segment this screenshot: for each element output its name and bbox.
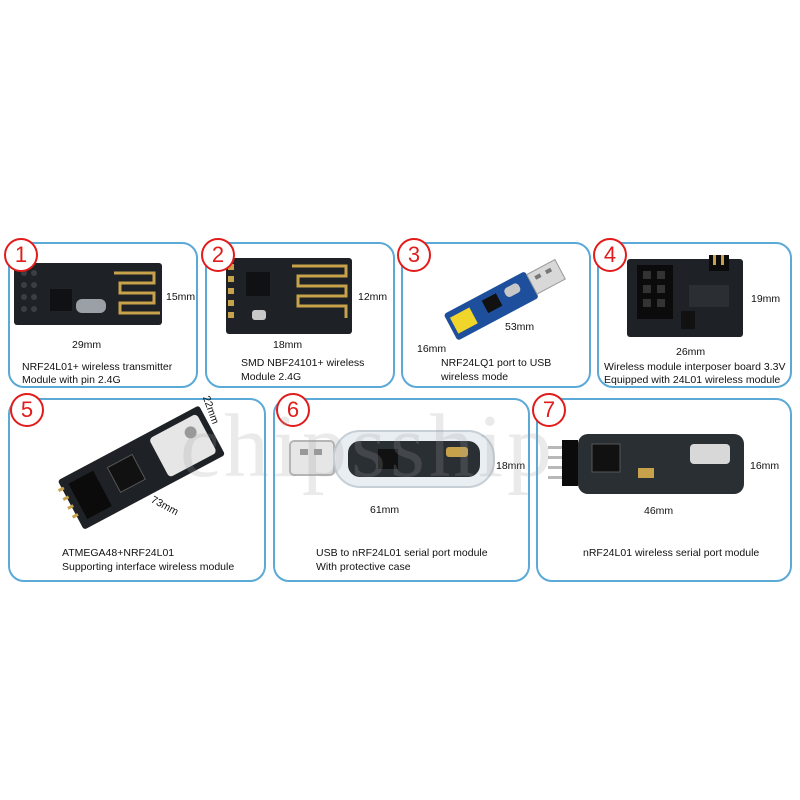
- item-number-badge-5: 5: [10, 393, 44, 427]
- caption-5-line1: ATMEGA48+NRF24L01: [62, 547, 175, 559]
- product-card-6[interactable]: [273, 398, 530, 582]
- dim-height-7: 16mm: [750, 460, 780, 472]
- dim-width-7: 46mm: [644, 505, 674, 517]
- caption-4-line2: Equipped with 24L01 wireless module: [604, 374, 781, 386]
- dim-width-4: 26mm: [676, 346, 706, 358]
- caption-1-line1: NRF24L01+ wireless transmitter: [22, 361, 173, 373]
- caption-5-line2: Supporting interface wireless module: [62, 561, 235, 573]
- dim-width-6: 61mm: [370, 504, 400, 516]
- dim-width-3: 53mm: [505, 321, 535, 333]
- caption-3-line1: NRF24LQ1 port to USB: [441, 357, 552, 369]
- dim-height-1: 15mm: [166, 291, 196, 303]
- dim-height-6: 18mm: [496, 460, 526, 472]
- item-number-badge-1: 1: [4, 238, 38, 272]
- dim-width-1: 29mm: [72, 339, 102, 351]
- item-number-badge-6: 6: [276, 393, 310, 427]
- item-number-badge-7: 7: [532, 393, 566, 427]
- dim-width-2: 18mm: [273, 339, 303, 351]
- caption-2-line2: Module 2.4G: [241, 371, 302, 383]
- caption-7-line1: nRF24L01 wireless serial port module: [583, 547, 760, 559]
- caption-6-line1: USB to nRF24L01 serial port module: [316, 547, 488, 559]
- caption-6-line2: With protective case: [316, 561, 411, 573]
- caption-2-line1: SMD NBF24101+ wireless: [241, 357, 365, 369]
- smd-nrf24l01-module-image: [226, 258, 352, 334]
- dim-height-3: 16mm: [417, 343, 447, 355]
- atmega48-module-image: [57, 406, 225, 529]
- product-card-7[interactable]: [536, 398, 792, 582]
- item-number-badge-3: 3: [397, 238, 431, 272]
- dim-height-4: 19mm: [751, 293, 781, 305]
- wireless-serial-module-image: [548, 434, 744, 494]
- item-number-badge-2: 2: [201, 238, 235, 272]
- caption-4-line1: Wireless module interposer board 3.3V: [604, 361, 786, 373]
- interposer-board-image: [627, 255, 743, 337]
- dim-height-2: 12mm: [358, 291, 388, 303]
- caption-3-line2: wireless mode: [441, 371, 509, 383]
- usb-adapter-image: [444, 258, 566, 340]
- usb-serial-module-with-case-image: [289, 430, 495, 488]
- product-card-5[interactable]: [8, 398, 266, 582]
- caption-1-line2: Module with pin 2.4G: [22, 374, 121, 386]
- nrf24l01-pin-module-image: [14, 263, 162, 325]
- item-number-badge-4: 4: [593, 238, 627, 272]
